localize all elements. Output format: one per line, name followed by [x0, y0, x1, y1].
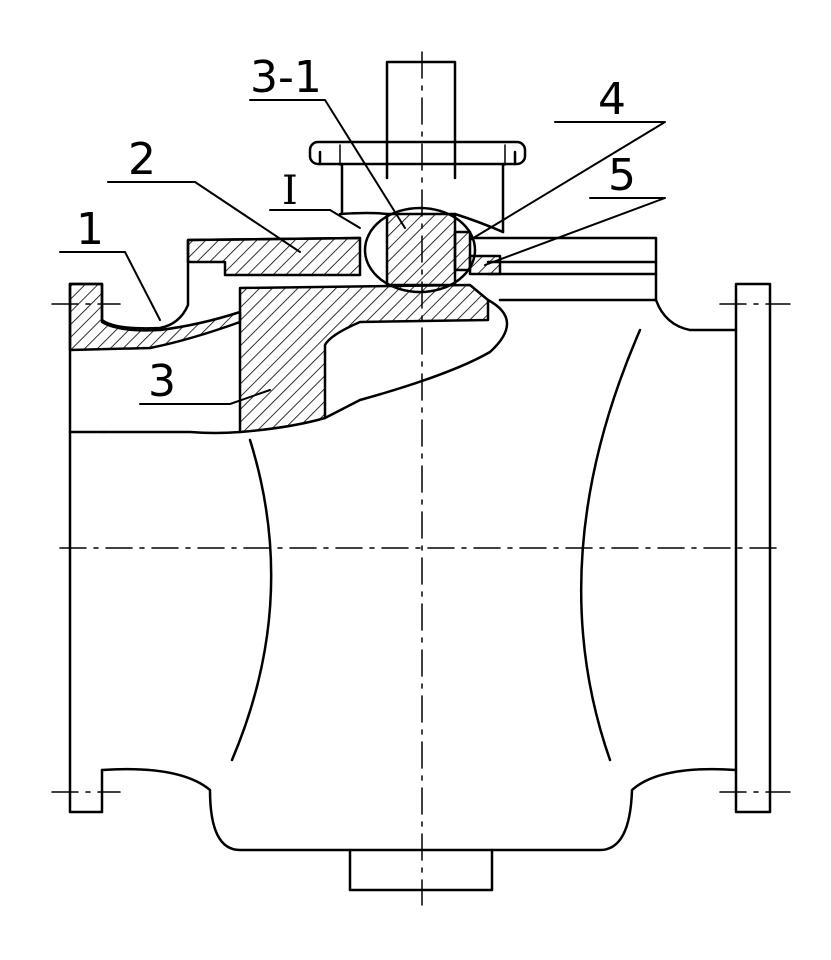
bonnet-part-2 [186, 236, 362, 277]
seat-part-3 [238, 283, 490, 434]
valve-stem [385, 60, 457, 180]
body-wall-part-1 [68, 282, 242, 352]
label-5: 5 [608, 150, 636, 201]
label-4: 4 [598, 74, 626, 125]
leader-lines [59, 99, 666, 405]
valve-body-outline [68, 236, 772, 892]
leader-4 [469, 121, 666, 241]
centerlines [51, 51, 791, 906]
leader-I [269, 209, 361, 229]
label-3: 3 [148, 356, 176, 407]
leader-3 [139, 389, 271, 405]
leader-3-1 [249, 99, 406, 229]
label-3-1: 3-1 [250, 52, 322, 103]
label-I: I [282, 168, 298, 214]
inner-flow-curves [230, 328, 642, 762]
body-shoulder-curve [323, 211, 509, 420]
leader-1 [59, 251, 161, 321]
label-1: 1 [76, 204, 104, 255]
leader-2 [107, 181, 301, 253]
bonnet-top-plate [468, 236, 658, 302]
seat-ring-part-3-1 [385, 212, 457, 287]
label-2: 2 [128, 134, 156, 185]
leader-5 [484, 197, 666, 266]
packing-part-4 [453, 230, 472, 272]
detail-circle-I [363, 206, 477, 294]
